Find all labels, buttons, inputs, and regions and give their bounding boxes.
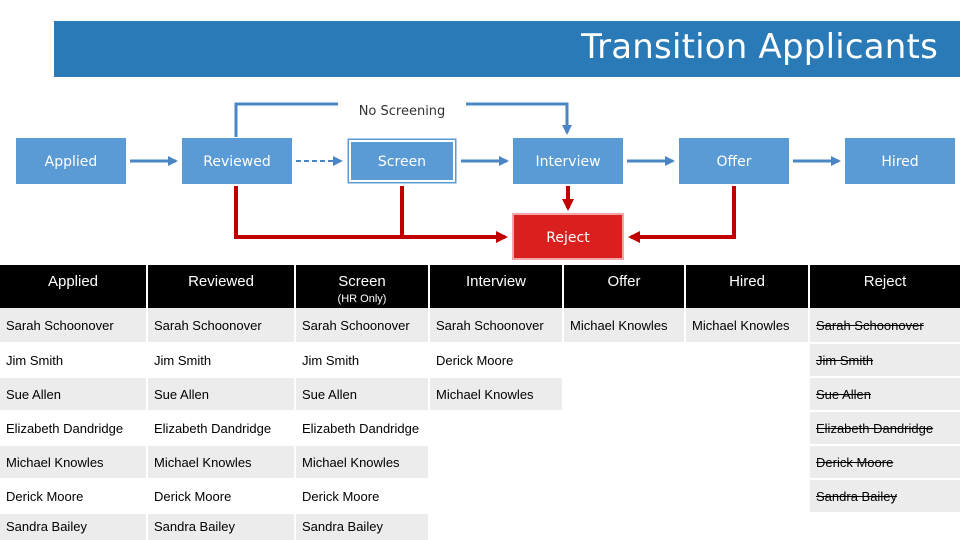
reviewed-cell: Michael Knowles — [148, 445, 294, 479]
applied-cell: Jim Smith — [6, 352, 64, 368]
table-grid — [0, 342, 960, 514]
col-header-screen-sub: (HR Only) — [337, 293, 387, 305]
stage-hired: Hired — [845, 138, 955, 184]
reject-cell: Sarah Schoonover — [810, 308, 960, 343]
stage-screen-label: Screen — [378, 154, 426, 170]
screen-cell: Elizabeth Dandridge — [302, 420, 420, 436]
stage-offer: Offer — [679, 138, 789, 184]
reject-cell: Sandra Bailey — [810, 479, 960, 513]
stage-offer-label: Offer — [716, 154, 751, 170]
screen-cell: Sue Allen — [296, 377, 428, 411]
flow-diagram: No Screening Applied Reviewed Screen Int… — [16, 100, 955, 260]
reviewed-cell: Sue Allen — [148, 377, 294, 411]
stage-interview-label: Interview — [535, 154, 600, 170]
applied-cell: Michael Knowles — [0, 445, 146, 479]
stage-interview: Interview — [513, 138, 623, 184]
hired-cell: Michael Knowles — [686, 308, 808, 343]
screen-cell: Jim Smith — [302, 352, 360, 368]
col-header-applied: Applied — [0, 265, 146, 308]
stage-screen: Screen — [346, 137, 458, 185]
stage-applied: Applied — [16, 138, 126, 184]
reject-box-label: Reject — [546, 230, 590, 246]
interview-cell: Michael Knowles — [430, 377, 562, 411]
col-header-reject: Reject — [810, 265, 960, 308]
interview-cell: Sarah Schoonover — [430, 308, 562, 343]
no-screening-label-bg — [338, 100, 466, 110]
title-bar: Transition Applicants — [54, 21, 960, 77]
applied-cell: Derick Moore — [6, 488, 84, 504]
reject-cell: Sue Allen — [810, 377, 960, 411]
reject-connector-reviewed — [234, 186, 508, 243]
no-screening-label: No Screening — [359, 104, 446, 119]
page-title: Transition Applicants — [581, 27, 938, 67]
reject-cell: Jim Smith — [810, 343, 960, 377]
col-header-screen: Screen (HR Only) — [296, 265, 428, 308]
screen-cell: Derick Moore — [302, 488, 380, 504]
reviewed-cell: Derick Moore — [154, 488, 232, 504]
reject-cell: Elizabeth Dandridge — [810, 411, 960, 445]
col-header-offer: Offer — [564, 265, 684, 308]
interview-cell: Derick Moore — [436, 352, 514, 368]
reject-box: Reject — [512, 213, 624, 260]
reviewed-cell: Sarah Schoonover — [148, 308, 294, 343]
stage-reviewed-label: Reviewed — [203, 154, 270, 170]
stage-reviewed: Reviewed — [182, 138, 292, 184]
reviewed-cell: Sandra Bailey — [148, 513, 294, 540]
col-header-reviewed: Reviewed — [148, 265, 294, 308]
applied-cell: Elizabeth Dandridge — [6, 420, 124, 436]
col-header-hired: Hired — [686, 265, 808, 308]
offer-cell: Michael Knowles — [564, 308, 684, 343]
col-header-interview: Interview — [430, 265, 562, 308]
reviewed-cell: Elizabeth Dandridge — [154, 420, 272, 436]
stage-applied-label: Applied — [45, 154, 98, 170]
applied-cell: Sue Allen — [0, 377, 146, 411]
reviewed-cell: Jim Smith — [154, 352, 212, 368]
stage-hired-label: Hired — [881, 154, 918, 170]
reject-cell: Derick Moore — [810, 445, 960, 479]
screen-cell: Michael Knowles — [296, 445, 428, 479]
applied-cell: Sarah Schoonover — [0, 308, 146, 343]
screen-cell: Sarah Schoonover — [296, 308, 428, 343]
reject-connector-offer — [628, 186, 736, 243]
screen-cell: Sandra Bailey — [296, 513, 428, 540]
applied-cell: Sandra Bailey — [0, 513, 146, 540]
